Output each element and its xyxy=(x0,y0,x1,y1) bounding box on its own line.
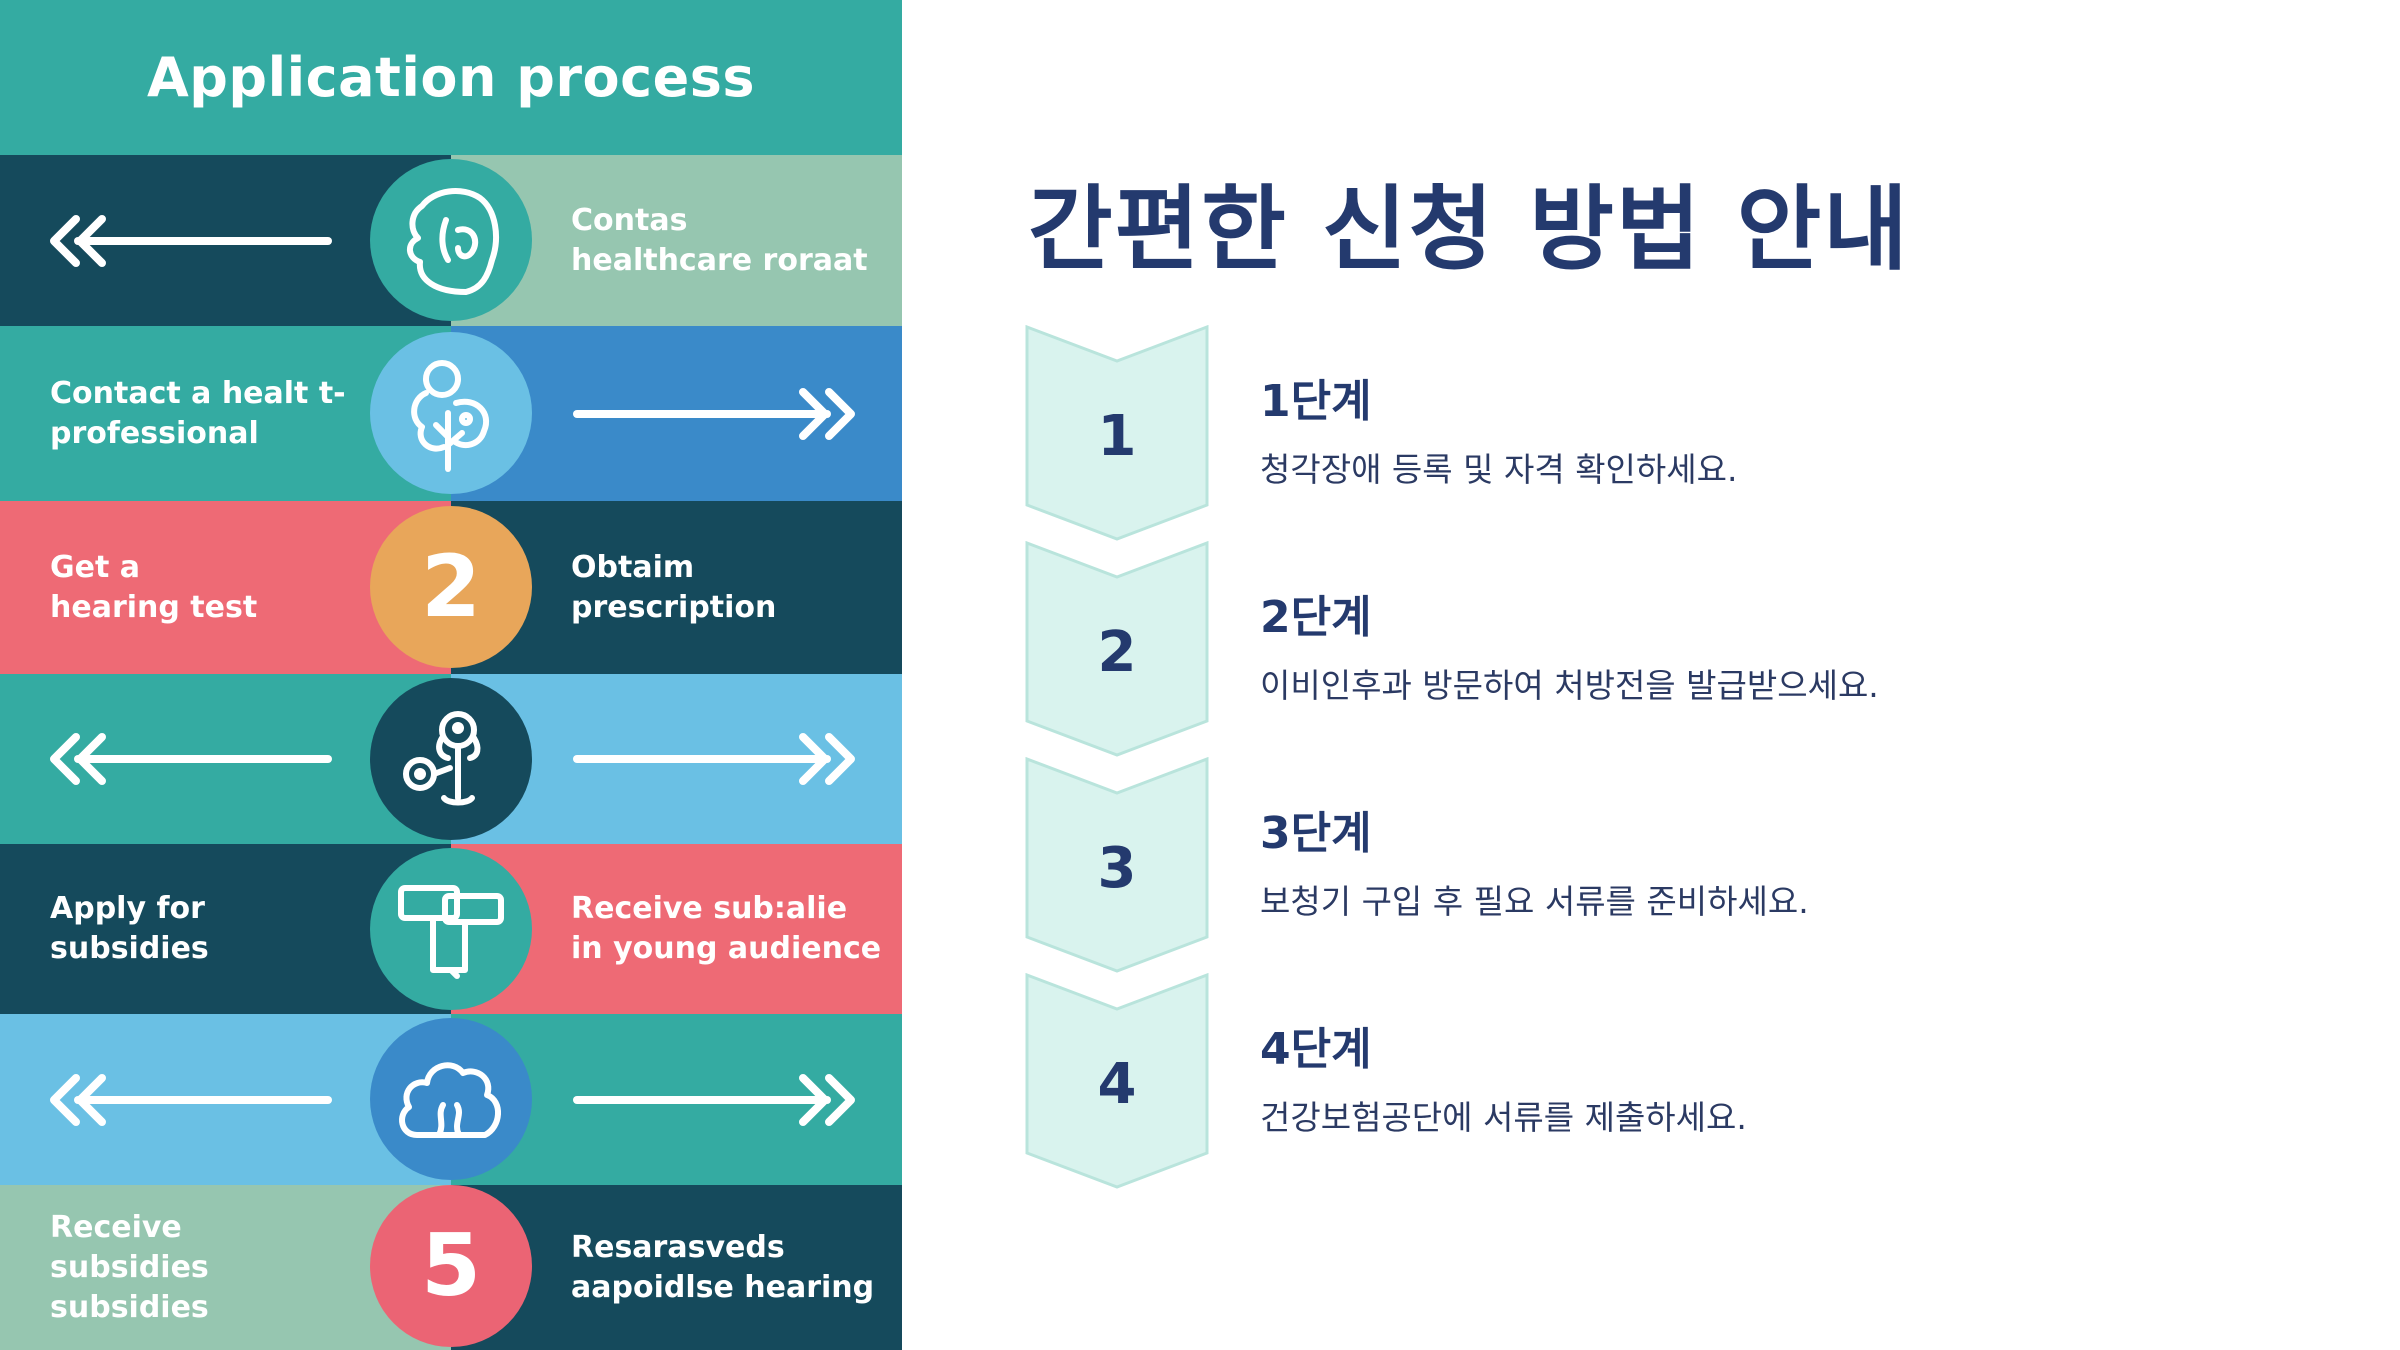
process-step-label: Apply for subsidies xyxy=(50,891,209,966)
step-item: 1 1단계 청각장애 등록 및 자격 확인하세요. xyxy=(1025,325,2325,541)
step-circle: 5 xyxy=(370,1185,532,1347)
application-process-panel: Application process Contas healthcare ro… xyxy=(0,0,902,1350)
process-row: Contact a healt t- professional xyxy=(0,326,902,501)
arrow-right-icon xyxy=(573,387,855,440)
arrow-left-icon xyxy=(50,733,332,785)
step-title: 3단계 xyxy=(1260,808,1372,859)
step-circle xyxy=(370,159,532,321)
process-step-label: Get a hearing test xyxy=(50,549,258,625)
process-step-label: Receive sub:alie in young audience xyxy=(571,891,882,966)
arrow-left-icon xyxy=(50,214,332,267)
process-row: Receive subsidies subsidies Resarasveds … xyxy=(0,1185,902,1350)
step-number: 3 xyxy=(1097,835,1137,901)
step-number: 5 xyxy=(421,1216,481,1316)
panel-header: Application process xyxy=(0,0,902,155)
chevron-icon xyxy=(1025,325,1209,541)
step-title: 4단계 xyxy=(1260,1024,1372,1075)
step-description: 건강보험공단에 서류를 제출하세요. xyxy=(1260,1098,1747,1137)
process-step-label: Contact a healt t- professional xyxy=(50,375,346,451)
step-item: 3 3단계 보청기 구입 후 필요 서류를 준비하세요. xyxy=(1025,757,2325,973)
step-circle xyxy=(370,332,532,494)
chevron-icon xyxy=(1025,973,1209,1189)
step-title: 2단계 xyxy=(1260,592,1372,643)
process-row xyxy=(0,674,902,844)
panel-title: Application process xyxy=(146,46,756,109)
step-number: 2 xyxy=(421,537,481,637)
cloud-tree-icon xyxy=(399,1062,501,1138)
process-row xyxy=(0,1014,902,1185)
process-step-label: Contas healthcare roraat xyxy=(571,202,868,278)
step-circle xyxy=(370,678,532,840)
step-item: 2 2단계 이비인후과 방문하여 처방전을 발급받으세요. xyxy=(1025,541,2325,757)
step-description: 이비인후과 방문하여 처방전을 발급받으세요. xyxy=(1260,666,1879,705)
step-number: 1 xyxy=(1097,403,1137,469)
process-step-label: Receive subsidies subsidies xyxy=(50,1209,209,1325)
step-number: 4 xyxy=(1097,1051,1137,1117)
step-circle xyxy=(370,848,532,1010)
head-ear-icon xyxy=(407,188,499,295)
process-row: Get a hearing test Obtaim prescription 2 xyxy=(0,501,902,674)
process-row: Apply for subsidies Receive sub:alie in … xyxy=(0,844,902,1014)
process-step-label: Obtaim prescription xyxy=(571,549,777,625)
step-circle xyxy=(370,1018,532,1180)
step-item: 4 4단계 건강보험공단에 서류를 제출하세요. xyxy=(1025,973,2325,1189)
page-title: 간편한 신청 방법 안내 xyxy=(1028,176,1910,283)
step-number: 2 xyxy=(1097,619,1137,685)
chevron-icon xyxy=(1025,757,1209,973)
step-description: 청각장애 등록 및 자격 확인하세요. xyxy=(1260,450,1738,489)
tree-sign-icon xyxy=(403,711,481,806)
process-row: Contas healthcare roraat xyxy=(0,155,902,326)
arrow-right-icon xyxy=(573,1073,855,1126)
step-circle: 2 xyxy=(370,506,532,668)
document-icon xyxy=(398,885,504,979)
step-title: 1단계 xyxy=(1260,376,1372,427)
arrow-right-icon xyxy=(573,733,855,785)
arrow-left-icon xyxy=(50,1073,332,1126)
step-description: 보청기 구입 후 필요 서류를 준비하세요. xyxy=(1260,882,1809,921)
chevron-icon xyxy=(1025,541,1209,757)
tree-figure-icon xyxy=(411,360,489,472)
process-step-label: Resarasveds aapoidlse hearing xyxy=(571,1229,875,1305)
